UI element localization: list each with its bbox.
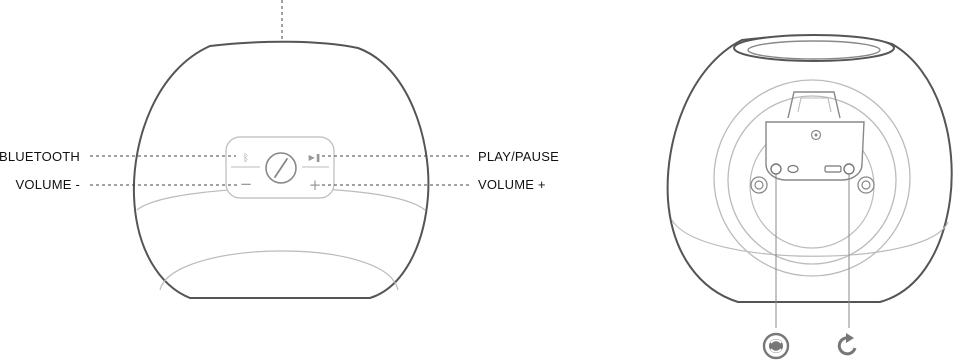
speaker-rear-view (666, 34, 953, 360)
rear-left-screw-outer (750, 176, 768, 194)
sync-icon (762, 332, 790, 360)
speaker-front-band-lower (159, 250, 399, 291)
rear-usb-port[interactable] (824, 165, 842, 173)
bluetooth-label: BLUETOOTH (0, 149, 80, 164)
volume-minus-button[interactable]: − (240, 175, 253, 193)
rear-left-screw-inner (754, 180, 764, 190)
rear-top-rim-inner (747, 40, 881, 60)
rear-reset-button[interactable] (843, 163, 855, 175)
volume-plus-label: VOLUME + (478, 177, 546, 192)
rear-sync-button[interactable] (770, 163, 782, 175)
rear-right-screw-inner (861, 180, 871, 190)
power-button[interactable] (265, 152, 297, 184)
rear-plate-mid (727, 95, 897, 265)
play-pause-button-icon[interactable]: ▶❚ (309, 153, 322, 162)
rear-aux-port (787, 164, 799, 174)
play-pause-label: PLAY/PAUSE (478, 149, 559, 164)
speaker-front-view: ᛒ ▶❚ − + (90, 0, 470, 299)
rear-right-screw-outer (857, 176, 875, 194)
volume-minus-label: VOLUME - (15, 177, 80, 192)
power-icon (274, 158, 288, 178)
rear-center-screw-dot (814, 133, 818, 137)
front-control-panel: ᛒ ▶❚ − + (225, 136, 335, 199)
rear-center-screw (810, 129, 822, 141)
rear-handle (787, 91, 841, 119)
reset-arrow-icon (837, 333, 857, 356)
rear-bottom-band (671, 219, 949, 257)
volume-plus-button[interactable]: + (309, 176, 322, 194)
rear-top-rim (733, 34, 895, 62)
bluetooth-button-icon[interactable]: ᛒ (243, 153, 249, 164)
rear-plate-outer (713, 79, 911, 277)
rear-handle-inner (797, 97, 832, 113)
